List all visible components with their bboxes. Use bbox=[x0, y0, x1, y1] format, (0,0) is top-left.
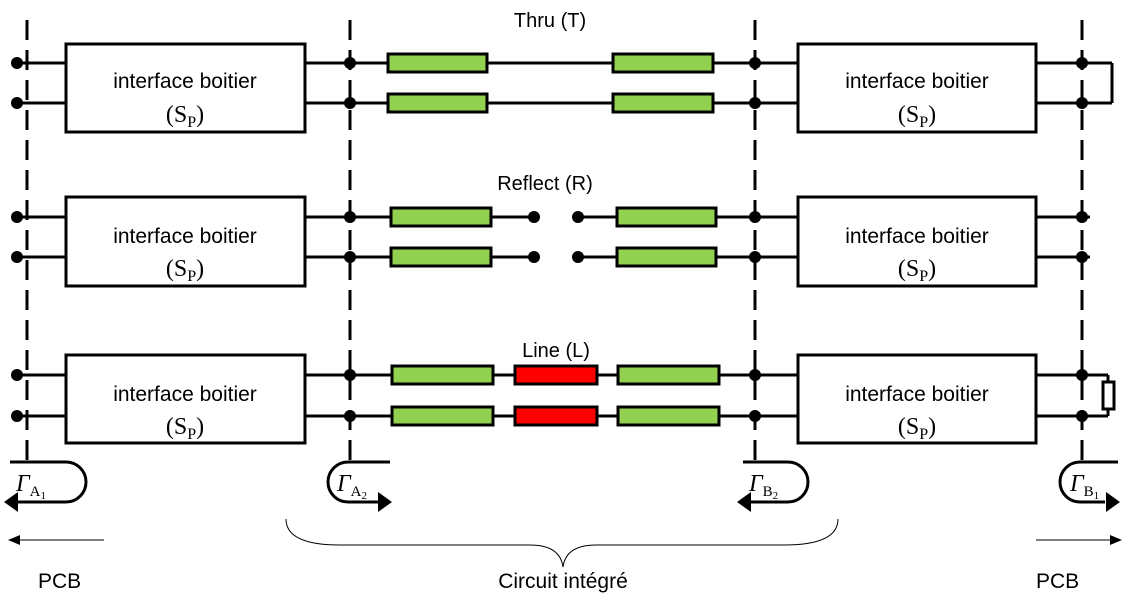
label-pcb-left: PCB bbox=[38, 570, 81, 593]
row-title-line: Line (L) bbox=[522, 340, 590, 362]
arrow-right-icon bbox=[378, 492, 392, 512]
box-param: (SP) bbox=[166, 102, 204, 131]
gamma-a1: ΓA1 bbox=[4, 460, 88, 512]
svg-text:ΓB2: ΓB2 bbox=[748, 471, 778, 502]
open-end-dot bbox=[572, 251, 584, 263]
box-param: (SP) bbox=[166, 256, 204, 285]
box-label: interface boitier bbox=[113, 383, 257, 406]
line-section-green bbox=[390, 364, 495, 386]
row-line: Line (L) interface boitier (SP) interfac… bbox=[11, 340, 1116, 445]
open-end-dot bbox=[528, 211, 540, 223]
box-label: interface boitier bbox=[845, 70, 989, 93]
circuit-brace bbox=[285, 518, 839, 568]
gamma-b1: ΓB1 bbox=[1058, 460, 1120, 512]
reference-planes bbox=[25, 20, 1084, 462]
arrow-left-icon bbox=[4, 492, 18, 512]
interface-box-right bbox=[796, 195, 1038, 288]
arrow-left-icon bbox=[8, 535, 20, 545]
line-section-green bbox=[615, 246, 718, 268]
line-section-green bbox=[616, 364, 721, 386]
line-section-green bbox=[389, 246, 493, 268]
interface-box-left bbox=[64, 42, 307, 134]
box-label: interface boitier bbox=[113, 70, 257, 93]
line-section-green bbox=[389, 206, 493, 228]
arrow-right-icon bbox=[1110, 535, 1122, 545]
arrow-right-icon bbox=[1106, 492, 1120, 512]
interface-box-left bbox=[64, 353, 307, 445]
interface-box-left bbox=[64, 195, 307, 288]
row-thru: Thru (T) interface boit bbox=[11, 10, 1114, 134]
box-label: interface boitier bbox=[845, 225, 989, 248]
box-param: (SP) bbox=[898, 256, 936, 285]
line-section-green bbox=[615, 206, 718, 228]
svg-text:ΓA1: ΓA1 bbox=[15, 471, 46, 502]
line-section-green bbox=[616, 405, 721, 427]
row-title-reflect: Reflect (R) bbox=[497, 173, 593, 195]
open-end-dot bbox=[528, 251, 540, 263]
interface-box-right bbox=[796, 42, 1038, 134]
line-section-green bbox=[386, 52, 489, 74]
line-section-green bbox=[611, 52, 715, 74]
pcb-left-arrow bbox=[8, 535, 104, 545]
line-section-green bbox=[611, 92, 715, 114]
box-label: interface boitier bbox=[845, 383, 989, 406]
interface-box-right bbox=[796, 353, 1038, 445]
gamma-a2: ΓA2 bbox=[326, 460, 392, 512]
line-section-green bbox=[390, 405, 495, 427]
svg-text:ΓB1: ΓB1 bbox=[1069, 471, 1099, 502]
line-section-red bbox=[513, 364, 599, 386]
open-end-dot bbox=[572, 211, 584, 223]
label-circuit-integre: Circuit intégré bbox=[498, 570, 628, 593]
svg-text:ΓA2: ΓA2 bbox=[336, 471, 367, 502]
row-reflect: Reflect (R) bbox=[11, 173, 1090, 288]
line-section-red bbox=[513, 405, 599, 427]
row-title-thru: Thru (T) bbox=[514, 10, 586, 32]
box-label: interface boitier bbox=[113, 225, 257, 248]
gamma-b2: ΓB2 bbox=[737, 460, 810, 512]
box-param: (SP) bbox=[898, 414, 936, 443]
label-pcb-right: PCB bbox=[1036, 570, 1079, 593]
arrow-left-icon bbox=[737, 492, 751, 512]
box-param: (SP) bbox=[898, 102, 936, 131]
box-param: (SP) bbox=[166, 414, 204, 443]
line-section-green bbox=[386, 92, 489, 114]
pcb-right-arrow bbox=[1036, 535, 1122, 545]
load-resistor bbox=[1101, 380, 1116, 411]
